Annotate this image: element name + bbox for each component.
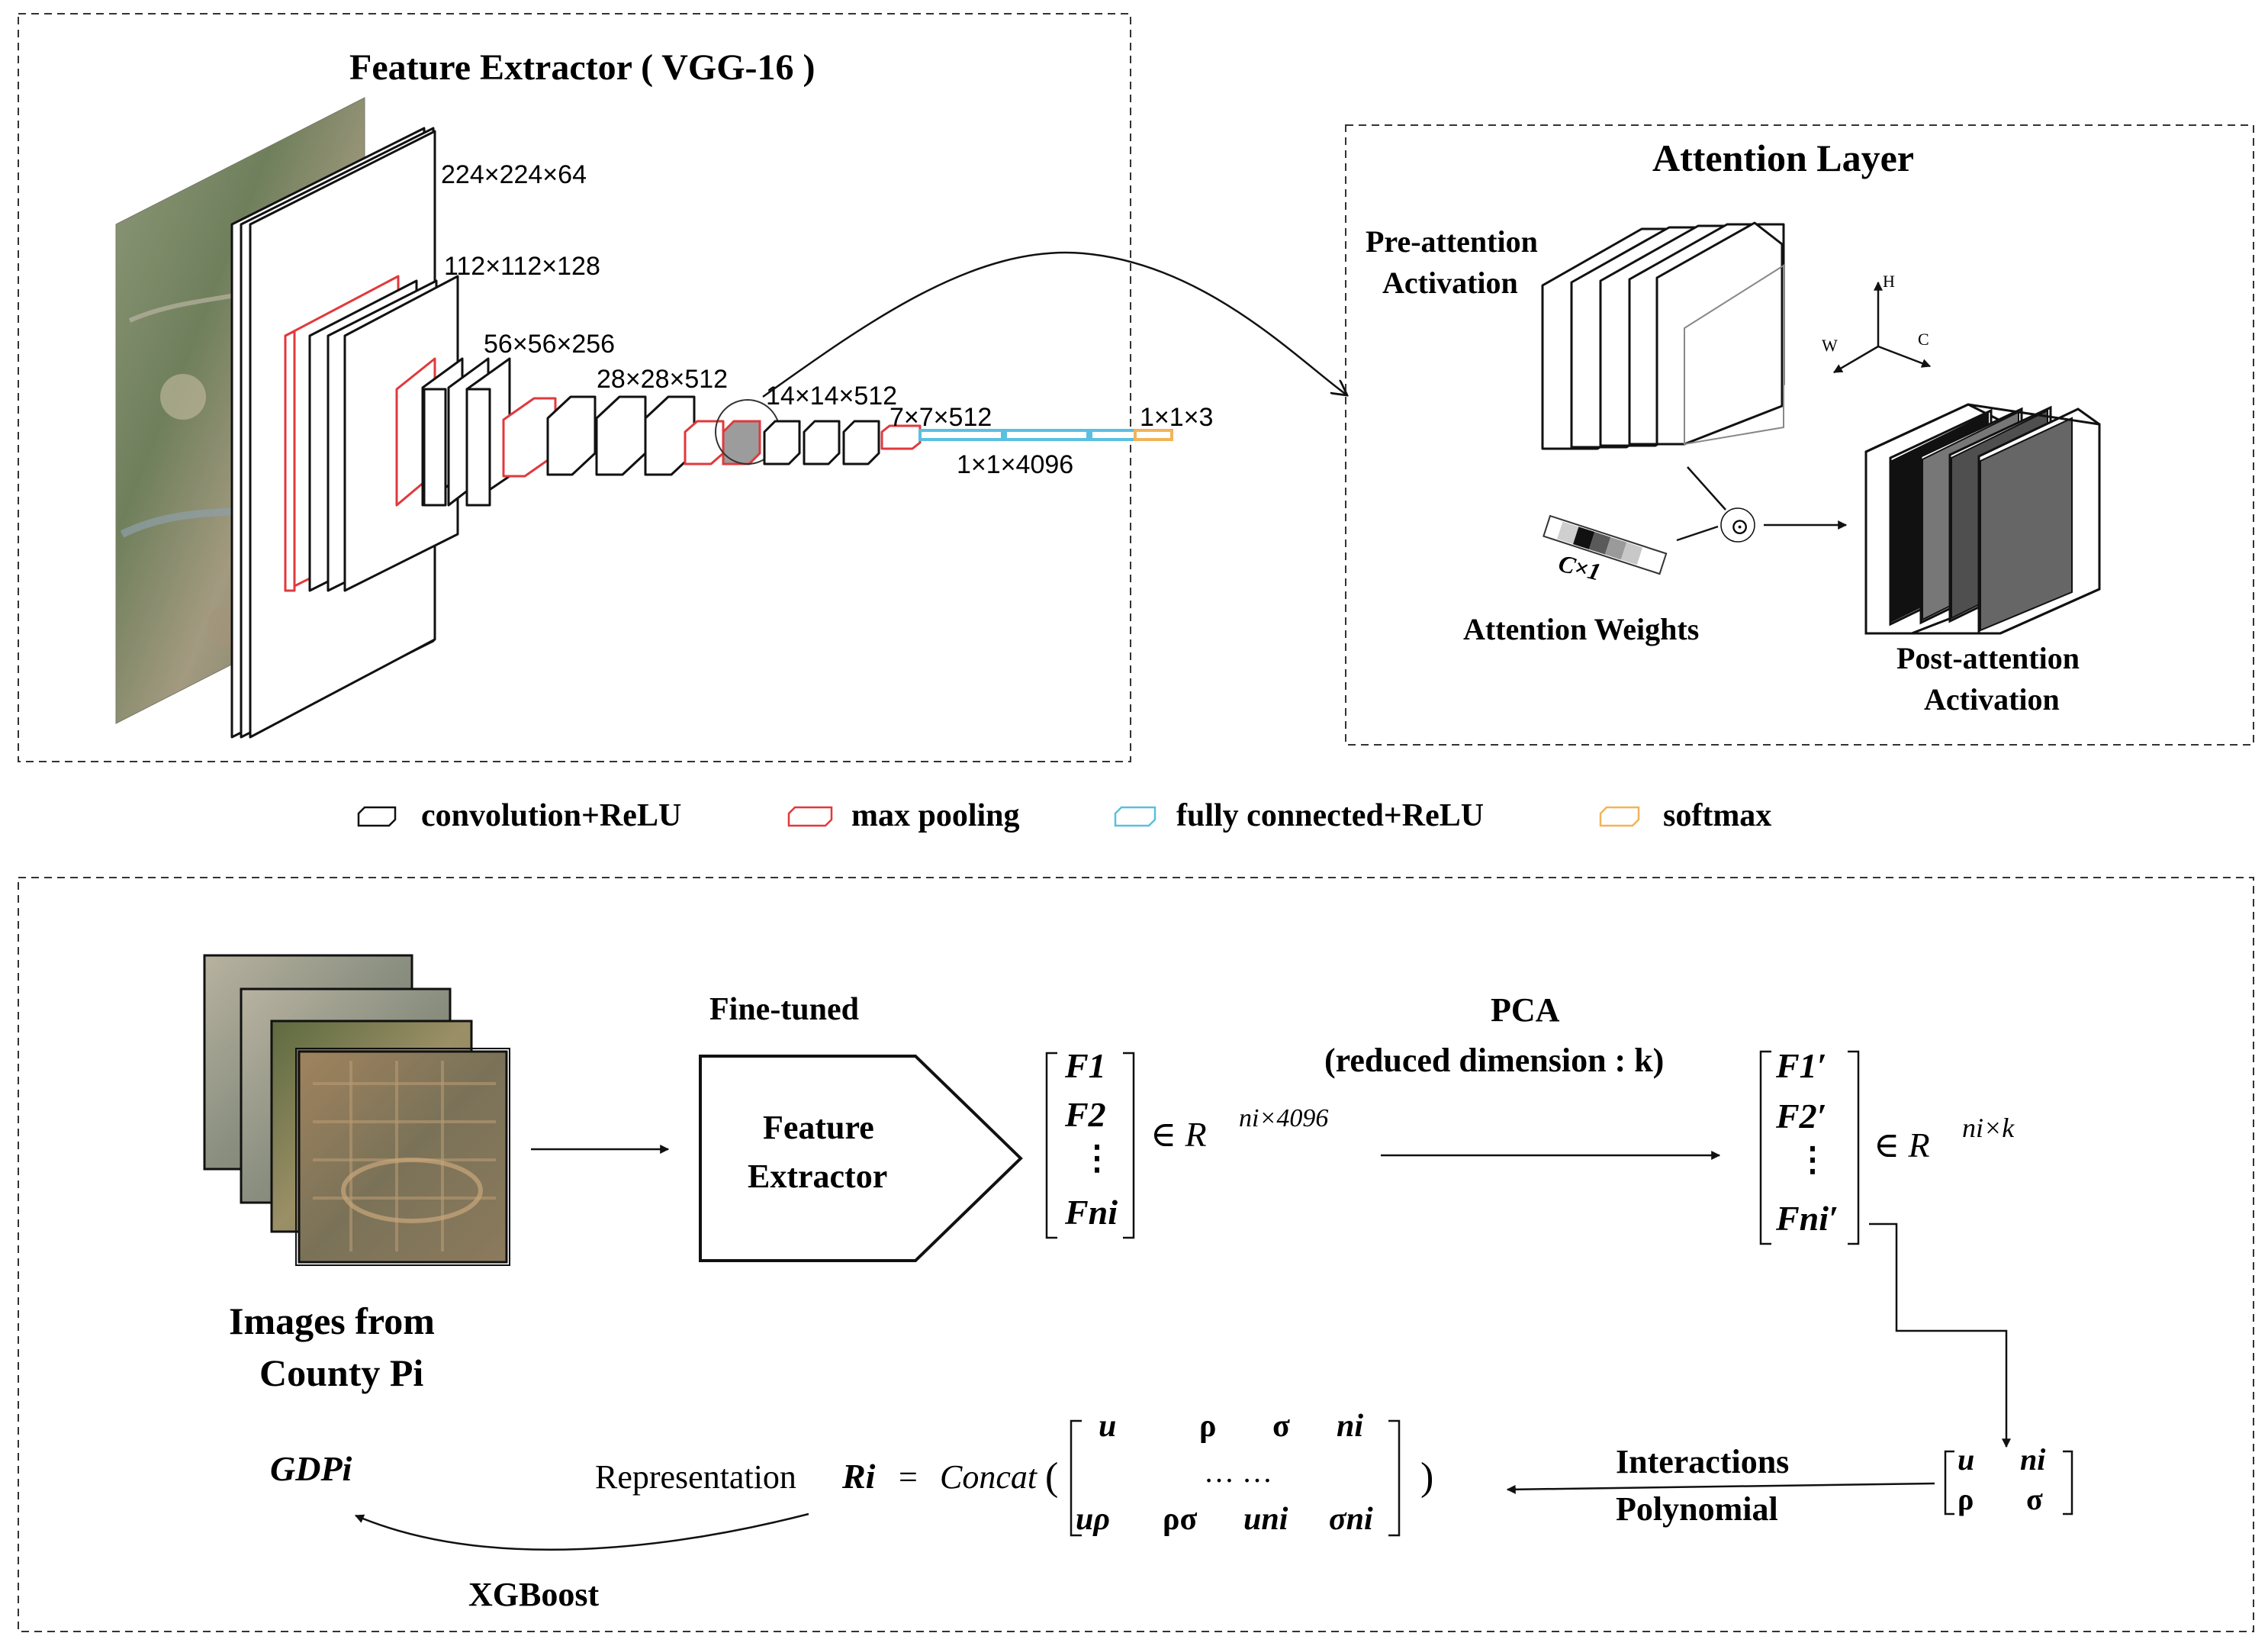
concat-dots: … …: [1204, 1454, 1272, 1489]
representation-equals: =: [899, 1458, 918, 1496]
images-label-1: Images from: [229, 1300, 435, 1342]
gdp-label: GDPi: [270, 1449, 352, 1488]
legend-pool: max pooling: [787, 798, 1020, 833]
attention-title: Attention Layer: [1652, 137, 1914, 179]
dim-112: 112×112×128: [444, 252, 600, 281]
stats-rho: ρ: [1958, 1482, 1974, 1516]
matrix2-f1: F1′: [1775, 1046, 1827, 1085]
interactions-label: Interactions: [1616, 1443, 1789, 1480]
hadamard-operator: [1720, 507, 1755, 543]
concat-close-paren: ): [1420, 1455, 1433, 1499]
cube-to-dot-line: [1687, 466, 1726, 511]
concat-matrix: u ρ σ ni … … uρ ρσ uni σni: [1070, 1409, 1401, 1537]
post-attention-label-2: Activation: [1924, 682, 2060, 717]
cx1-label: C×1: [1555, 549, 1604, 585]
hadamard-symbol: ⊙: [1730, 514, 1749, 540]
concat-open-paren: (: [1045, 1455, 1058, 1499]
feature-extractor-box: [699, 1055, 1023, 1262]
matrix1-dim: ni×4096: [1239, 1104, 1328, 1132]
axes-indicator: H W C: [1822, 272, 1932, 374]
attention-weights-bar: [1543, 514, 1668, 575]
block-56: [395, 357, 511, 507]
legend-fc-label: fully connected+ReLU: [1176, 798, 1484, 833]
dim-14: 14×14×512: [766, 382, 897, 411]
dim-4096: 1×1×4096: [957, 450, 1073, 479]
concat-r1-u: u: [1099, 1409, 1116, 1444]
legend-softmax: softmax: [1599, 798, 1771, 833]
pca-sub-label: (reduced dimension : k): [1324, 1042, 1664, 1079]
legend-softmax-label: softmax: [1663, 798, 1771, 833]
dimension-labels: 224×224×64 112×112×128 56×56×256 28×28×5…: [441, 160, 1213, 479]
xgboost-arrow: [354, 1512, 809, 1551]
matrix2-in: ∈ R: [1874, 1126, 1930, 1164]
axis-h-label: H: [1883, 272, 1895, 291]
dim-28: 28×28×512: [597, 365, 728, 394]
matrix1-vdots: ⋮: [1080, 1139, 1114, 1177]
fine-tuned-label: Fine-tuned: [709, 992, 859, 1027]
matrix2-fn: Fni′: [1775, 1199, 1839, 1238]
weights-to-dot-line: [1676, 525, 1719, 542]
block-28: [502, 395, 696, 478]
legend-fc: fully connected+ReLU: [1114, 798, 1484, 833]
legend-pool-label: max pooling: [851, 798, 1020, 833]
polynomial-label: Polynomial: [1616, 1490, 1778, 1528]
pre-attention-label-2: Activation: [1382, 266, 1518, 300]
stats-matrix: u ni ρ σ: [1944, 1442, 2073, 1516]
matrix2-dim: ni×k: [1962, 1113, 2015, 1143]
matrix1-in: ∈ R: [1150, 1115, 1207, 1154]
xgboost-label: XGBoost: [468, 1576, 599, 1613]
concat-r1-n: ni: [1337, 1409, 1363, 1444]
vgg-section-border: [18, 13, 1131, 762]
representation-word: Representation: [595, 1458, 796, 1496]
attention-weights-label: Attention Weights: [1463, 612, 1699, 646]
concat-r1-sigma: σ: [1272, 1409, 1290, 1444]
axis-w-label: W: [1822, 336, 1838, 355]
legend-conv: convolution+ReLU: [357, 798, 681, 833]
concat-r3-urho: uρ: [1076, 1502, 1110, 1537]
pca-label: PCA: [1491, 991, 1560, 1029]
dim-3: 1×1×3: [1140, 403, 1213, 432]
concat-label: Concat: [940, 1458, 1038, 1496]
pipeline-section-border: [18, 877, 2254, 1632]
softmax-layer: [1134, 429, 1173, 441]
legend-conv-label: convolution+ReLU: [421, 798, 681, 833]
polynomial-arrow: [1506, 1482, 1935, 1494]
post-attention-cube: [1864, 403, 2101, 635]
stats-u: u: [1958, 1442, 1974, 1477]
axis-c-label: C: [1918, 330, 1929, 349]
matrix2-vdots: ⋮: [1796, 1141, 1829, 1178]
reduced-feature-matrix: F1′ F2′ ⋮ Fni′: [1759, 1046, 1860, 1245]
block-7: [880, 424, 922, 450]
matrix1-fn: Fni: [1064, 1193, 1118, 1232]
dim-56: 56×56×256: [484, 330, 615, 359]
to-stats-arrow: [1869, 1222, 2011, 1448]
vgg-to-attention-arrow: [762, 251, 1347, 398]
feature-extractor-label-2: Extractor: [748, 1158, 887, 1195]
pre-attention-label: Pre-attention: [1366, 224, 1538, 259]
legend: convolution+ReLU max pooling fully conne…: [357, 798, 1771, 833]
attention-section-border: [1345, 124, 2254, 746]
post-attention-label: Post-attention: [1896, 641, 2080, 675]
pre-attention-cube: [1541, 221, 1785, 450]
dim-7: 7×7×512: [890, 403, 992, 432]
stats-n: ni: [2020, 1442, 2045, 1477]
block-14: [684, 399, 880, 465]
concat-r3-sigman: σni: [1329, 1502, 1373, 1537]
matrix1-f1: F1: [1064, 1046, 1106, 1085]
stats-sigma: σ: [2026, 1482, 2043, 1516]
dim-224: 224×224×64: [441, 160, 587, 189]
feature-extractor-label-1: Feature: [763, 1109, 874, 1146]
concat-r3-rhosigma: ρσ: [1163, 1502, 1197, 1537]
representation-symbol: Ri: [841, 1457, 876, 1496]
county-image-stack: [203, 954, 510, 1266]
concat-r1-rho: ρ: [1199, 1409, 1216, 1444]
feature-matrix: F1 F2 ⋮ Fni: [1045, 1046, 1135, 1239]
images-label-2: County Pi: [259, 1351, 423, 1394]
concat-r3-un: uni: [1243, 1502, 1288, 1537]
matrix2-f2: F2′: [1775, 1097, 1827, 1135]
vgg-title: Feature Extractor ( VGG-16 ): [349, 47, 816, 88]
matrix1-f2: F2: [1064, 1095, 1106, 1134]
